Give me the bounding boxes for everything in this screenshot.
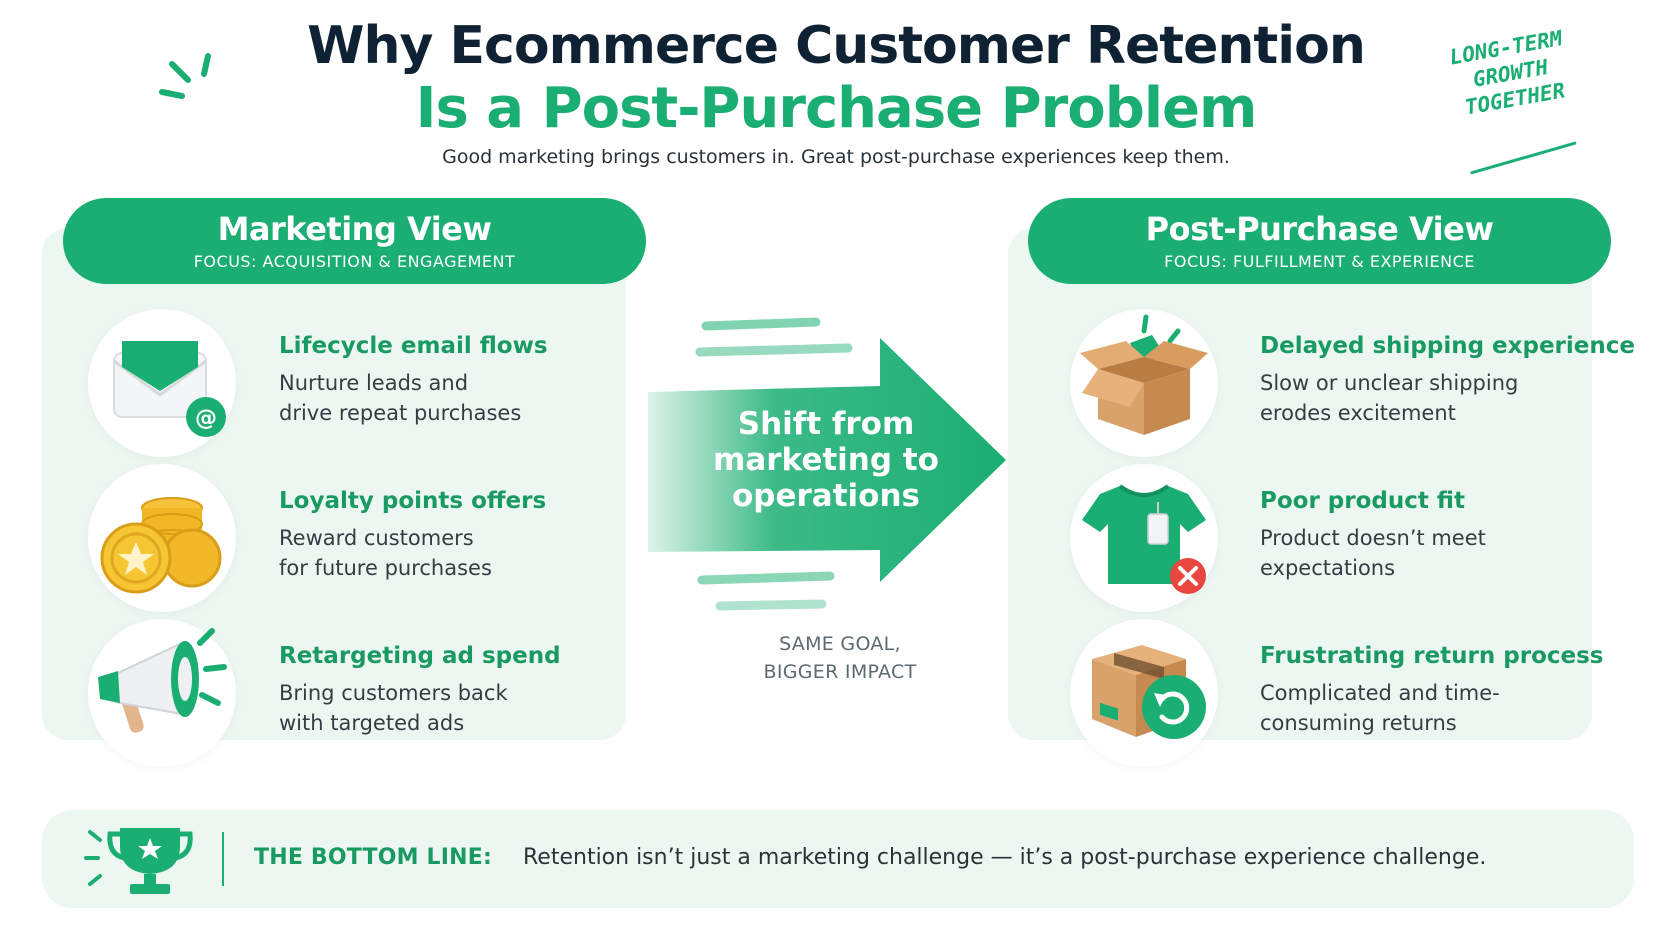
subtitle: Good marketing brings customers in. Grea… [442, 146, 1230, 168]
bottom-line-label: THE BOTTOM LINE: [254, 845, 492, 870]
shift-arrow-line-2: marketing to [713, 442, 939, 478]
delayed-shipping-desc-1: Slow or unclear shipping [1260, 371, 1519, 395]
post-purchase-view-heading: Post-Purchase View [1145, 210, 1494, 248]
long-term-growth-stamp: LONG-TERM GROWTH TOGETHER [1430, 22, 1600, 176]
open-box-icon [1070, 309, 1218, 457]
retargeting-desc-1: Bring customers back [279, 681, 508, 705]
title-line-1: Why Ecommerce Customer Retention [307, 16, 1366, 76]
email-envelope-icon: @ [88, 309, 236, 457]
return-process-desc-2: consuming returns [1260, 711, 1457, 735]
marketing-view-focus: FOCUS: ACQUISITION & ENGAGEMENT [193, 252, 516, 271]
sparkle-lines-icon [159, 53, 211, 99]
loyalty-points-desc-1: Reward customers [279, 526, 474, 550]
shift-arrow-line-3: operations [732, 478, 920, 514]
shift-arrow-icon [648, 317, 1006, 611]
post-purchase-view-focus: FOCUS: FULFILLMENT & EXPERIENCE [1164, 252, 1475, 271]
shift-arrow-line-1: Shift from [737, 406, 915, 442]
retargeting-desc-2: with targeted ads [279, 711, 465, 735]
marketing-view-header: Marketing View FOCUS: ACQUISITION & ENGA… [63, 198, 646, 284]
return-process-title: Frustrating return process [1260, 643, 1604, 669]
title-line-2: Is a Post-Purchase Problem [415, 76, 1258, 141]
center-note-line-2: BIGGER IMPACT [763, 661, 917, 683]
poor-fit-desc-2: expectations [1260, 556, 1396, 580]
lifecycle-email-desc-2: drive repeat purchases [279, 401, 522, 425]
retargeting-title: Retargeting ad spend [279, 643, 561, 669]
lifecycle-email-desc-1: Nurture leads and [279, 371, 469, 395]
delayed-shipping-desc-2: erodes excitement [1260, 401, 1456, 425]
megaphone-icon [88, 619, 236, 767]
bottom-line-divider [222, 832, 224, 886]
marketing-view-heading: Marketing View [217, 210, 492, 248]
loyalty-points-desc-2: for future purchases [279, 556, 492, 580]
return-box-icon [1070, 619, 1218, 767]
lifecycle-email-title: Lifecycle email flows [279, 333, 548, 359]
shift-arrow-label: Shift from marketing to operations [700, 406, 952, 514]
post-purchase-view-header: Post-Purchase View FOCUS: FULFILLMENT & … [1028, 198, 1611, 284]
coins-icon [88, 464, 236, 612]
svg-text:@: @ [195, 406, 217, 431]
bottom-line-text: Retention isn’t just a marketing challen… [523, 845, 1487, 870]
center-note-line-1: SAME GOAL, [779, 633, 901, 655]
poor-fit-title: Poor product fit [1260, 488, 1465, 514]
return-process-desc-1: Complicated and time- [1260, 681, 1500, 705]
delayed-shipping-title: Delayed shipping experience [1260, 333, 1635, 359]
bottom-line-bar [42, 810, 1634, 908]
poor-fit-desc-1: Product doesn’t meet [1260, 526, 1486, 550]
trophy-icon [84, 828, 193, 894]
loyalty-points-title: Loyalty points offers [279, 488, 547, 514]
tshirt-reject-icon [1070, 464, 1218, 612]
